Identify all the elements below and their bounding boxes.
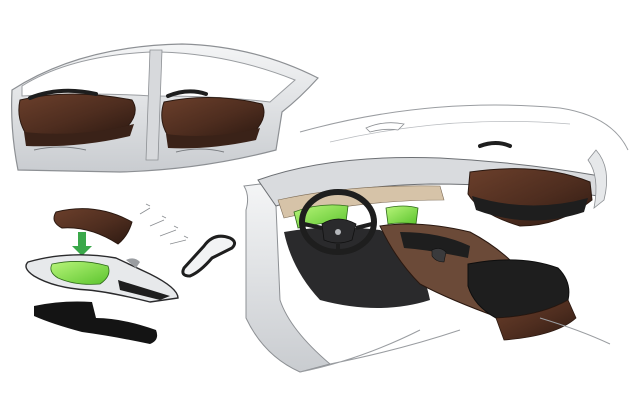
grab-handle-part	[181, 234, 237, 278]
cockpit-sketch	[243, 104, 629, 373]
roof-outline	[299, 104, 629, 151]
roof-inner	[329, 120, 571, 143]
center-display	[385, 205, 419, 225]
door-handle-right	[478, 141, 512, 148]
front-door-handle	[28, 88, 98, 100]
window-frame-rear	[159, 51, 296, 103]
door-pocket-line	[33, 146, 225, 153]
front-door-armrest	[24, 124, 134, 147]
gear-selector	[431, 248, 447, 263]
control-bezel-dark	[118, 280, 170, 300]
armrest-wood-side	[495, 299, 577, 341]
pillar	[145, 49, 163, 161]
screw-markers	[139, 203, 189, 245]
control-screen	[50, 261, 110, 285]
steering-wheel-emblem	[335, 229, 341, 235]
rear-door-armrest	[166, 128, 260, 149]
base-plate	[34, 301, 158, 344]
sill-sweep	[299, 329, 461, 373]
rear-sweep	[539, 317, 611, 345]
wood-trim-piece	[53, 208, 133, 245]
door-panels-sketch	[11, 43, 319, 173]
passenger-door-trim	[472, 196, 588, 221]
steering-wheel-spokes	[303, 222, 373, 252]
right-pillar	[587, 149, 608, 209]
rear-door-handle	[166, 89, 208, 98]
side-vent-piece	[126, 258, 140, 268]
console-top-dark	[400, 232, 470, 258]
assembly-arrow	[72, 232, 92, 256]
exploded-component-sketch	[25, 203, 189, 344]
sunroof-slot	[365, 122, 405, 133]
